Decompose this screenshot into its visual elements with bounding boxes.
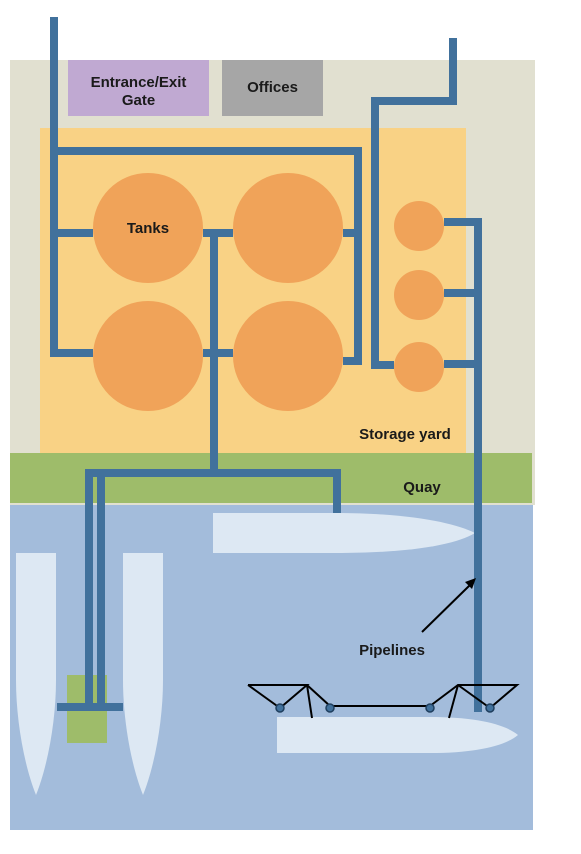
tank-large-2 <box>233 173 343 283</box>
offices-building <box>222 60 323 116</box>
vessel-jetty-west <box>16 553 56 795</box>
vessel-jetty-east <box>123 553 163 795</box>
pipelines <box>50 17 482 712</box>
pipelines-label: Pipelines <box>359 642 425 659</box>
tank-large-4 <box>233 301 343 411</box>
pipe-header-top <box>54 147 362 365</box>
mooring-frame-west-post <box>306 684 313 719</box>
vessel-quay-east <box>213 513 475 553</box>
pipe-main-west <box>50 17 93 357</box>
mooring-frame <box>247 584 520 719</box>
mooring-buoy <box>325 703 335 713</box>
mooring-frame-west-link <box>306 684 331 707</box>
tank-large-3 <box>93 301 203 411</box>
pipe-trunk-quay <box>85 233 218 707</box>
offices-label: Offices <box>247 79 298 96</box>
mooring-frame-east <box>429 684 520 710</box>
tank-small-1 <box>394 201 444 251</box>
pipelines-pointer-line <box>421 584 471 633</box>
tank-small-2 <box>394 270 444 320</box>
pipelines-arrowhead <box>465 578 476 589</box>
mooring-buoys <box>275 703 495 713</box>
entrance-exit-gate <box>68 60 209 116</box>
tanks-label: Tanks <box>126 220 170 237</box>
mooring-buoy <box>485 703 495 713</box>
tank-small-3 <box>394 342 444 392</box>
gate-label-line1: Entrance/Exit <box>90 74 187 91</box>
mooring-buoy <box>425 703 435 713</box>
vessel-buoy-mooring <box>277 717 518 753</box>
mooring-frame-west <box>247 684 310 710</box>
mooring-frame-east-post <box>448 684 459 719</box>
tank-large-1 <box>93 173 203 283</box>
gate-label: Entrance/Exit Gate <box>68 74 209 110</box>
pipe-quay-branch <box>214 469 341 513</box>
storage-yard-label: Storage yard <box>359 426 451 443</box>
mooring-buoy <box>275 703 285 713</box>
pipe-main-east <box>371 38 457 369</box>
gate-label-line2: Gate <box>121 92 156 109</box>
quay-label: Quay <box>403 479 441 496</box>
